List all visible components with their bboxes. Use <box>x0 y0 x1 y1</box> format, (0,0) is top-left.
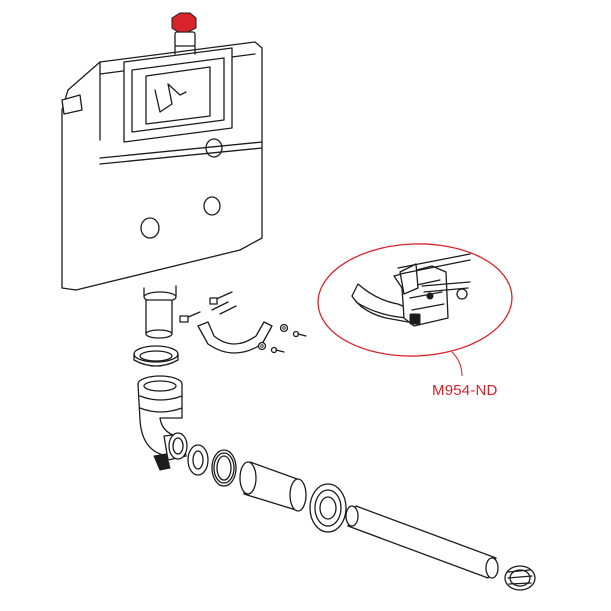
screw-icon <box>270 346 285 354</box>
connector-sleeve-icon <box>239 461 307 512</box>
cistern-cap-icon <box>171 12 197 33</box>
washer-icon <box>257 341 267 351</box>
end-connector-icon <box>504 565 536 591</box>
screw-icon <box>209 291 233 305</box>
part-number-label: M954-ND <box>432 382 498 399</box>
washer-icon <box>279 323 289 333</box>
screw-icon <box>179 311 201 323</box>
wall-bracket-icon <box>179 291 307 354</box>
cistern-icon <box>61 12 263 339</box>
o-ring-icon <box>187 444 209 476</box>
seal-ring-icon <box>133 345 179 367</box>
flush-mechanism-icon <box>351 253 471 327</box>
seal-ring-icon <box>211 449 237 487</box>
elbow-bend-icon <box>137 375 188 471</box>
rosette-cover-icon <box>309 483 347 533</box>
highlight-ellipse-icon <box>317 243 513 377</box>
flush-pipe-icon <box>345 505 499 579</box>
screw-icon <box>292 330 307 338</box>
